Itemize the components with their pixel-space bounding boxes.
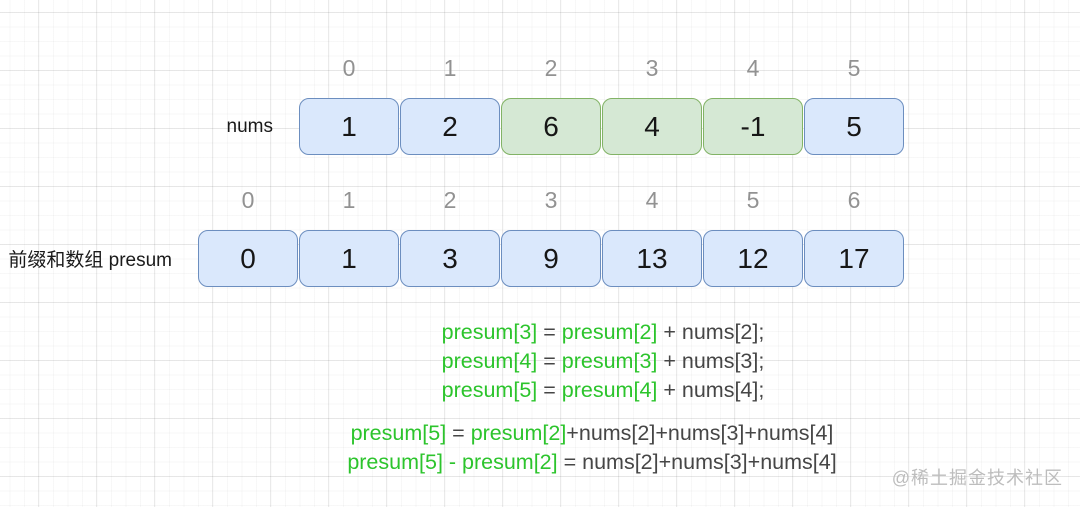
formula-segment: presum[4] (441, 349, 538, 373)
nums-cell: 6 (501, 98, 601, 155)
formula-segment: presum[5] (441, 378, 538, 402)
watermark: @稀土掘金技术社区 (891, 468, 1063, 488)
formula-segment: = (537, 320, 562, 344)
nums-index-label: 2 (544, 55, 558, 81)
presum-index-label: 3 (544, 187, 558, 213)
nums-index-label: 4 (746, 55, 760, 81)
presum-index-label: 1 (342, 187, 356, 213)
presum-cell: 0 (198, 230, 298, 287)
presum-index-label: 6 (847, 187, 861, 213)
formula-line: presum[5] - presum[2] = nums[2]+nums[3]+… (347, 448, 836, 477)
presum-index-label: 4 (645, 187, 659, 213)
presum-index-row: 0 1 2 3 4 5 6 (198, 182, 905, 212)
presum-cell: 1 (299, 230, 399, 287)
formula-segment: = nums[2]+nums[3]+nums[4] (557, 450, 837, 474)
formula-line: presum[4] = presum[3] + nums[3]; (442, 347, 765, 376)
formula-line: presum[3] = presum[2] + nums[2]; (442, 318, 765, 347)
formula-segment: = (537, 349, 562, 373)
nums-cell: 4 (602, 98, 702, 155)
nums-cell: 2 (400, 98, 500, 155)
nums-cell: 5 (804, 98, 904, 155)
formula-segment: + nums[3]; (657, 349, 765, 373)
presum-cell: 9 (501, 230, 601, 287)
formula-line: presum[5] = presum[4] + nums[4]; (442, 376, 765, 405)
nums-index-label: 3 (645, 55, 659, 81)
presum-index-label: 0 (241, 187, 255, 213)
presum-cell: 3 (400, 230, 500, 287)
presum-array-label: 前缀和数组 presum (8, 250, 172, 271)
presum-cell: 12 (703, 230, 803, 287)
formula-segment: presum[2] (561, 320, 658, 344)
nums-index-label: 5 (847, 55, 861, 81)
formula-line: presum[5] = presum[2]+nums[2]+nums[3]+nu… (347, 419, 836, 448)
formula-group-recurrence: presum[3] = presum[2] + nums[2];presum[4… (442, 318, 765, 405)
nums-cell: 1 (299, 98, 399, 155)
formula-segment: presum[3] (441, 320, 538, 344)
formula-segment: presum[5] - presum[2] (347, 450, 558, 474)
nums-index-label: 1 (443, 55, 457, 81)
nums-cell: -1 (703, 98, 803, 155)
formula-segment: presum[2] (470, 421, 567, 445)
formula-group-range-sum: presum[5] = presum[2]+nums[2]+nums[3]+nu… (347, 419, 836, 477)
presum-cell: 13 (602, 230, 702, 287)
formula-segment: +nums[2]+nums[3]+nums[4] (566, 421, 834, 445)
formula-segment: presum[3] (561, 349, 658, 373)
formula-segment: + nums[2]; (657, 320, 765, 344)
nums-index-label: 0 (342, 55, 356, 81)
nums-index-row: 0 1 2 3 4 5 (299, 50, 905, 80)
presum-cell: 17 (804, 230, 904, 287)
formula-segment: + nums[4]; (657, 378, 765, 402)
formula-segment: presum[5] (350, 421, 447, 445)
formula-segment: presum[4] (561, 378, 658, 402)
presum-index-label: 5 (746, 187, 760, 213)
presum-index-label: 2 (443, 187, 457, 213)
formula-segment: = (537, 378, 562, 402)
nums-array-label: nums (226, 115, 273, 137)
formula-segment: = (446, 421, 471, 445)
